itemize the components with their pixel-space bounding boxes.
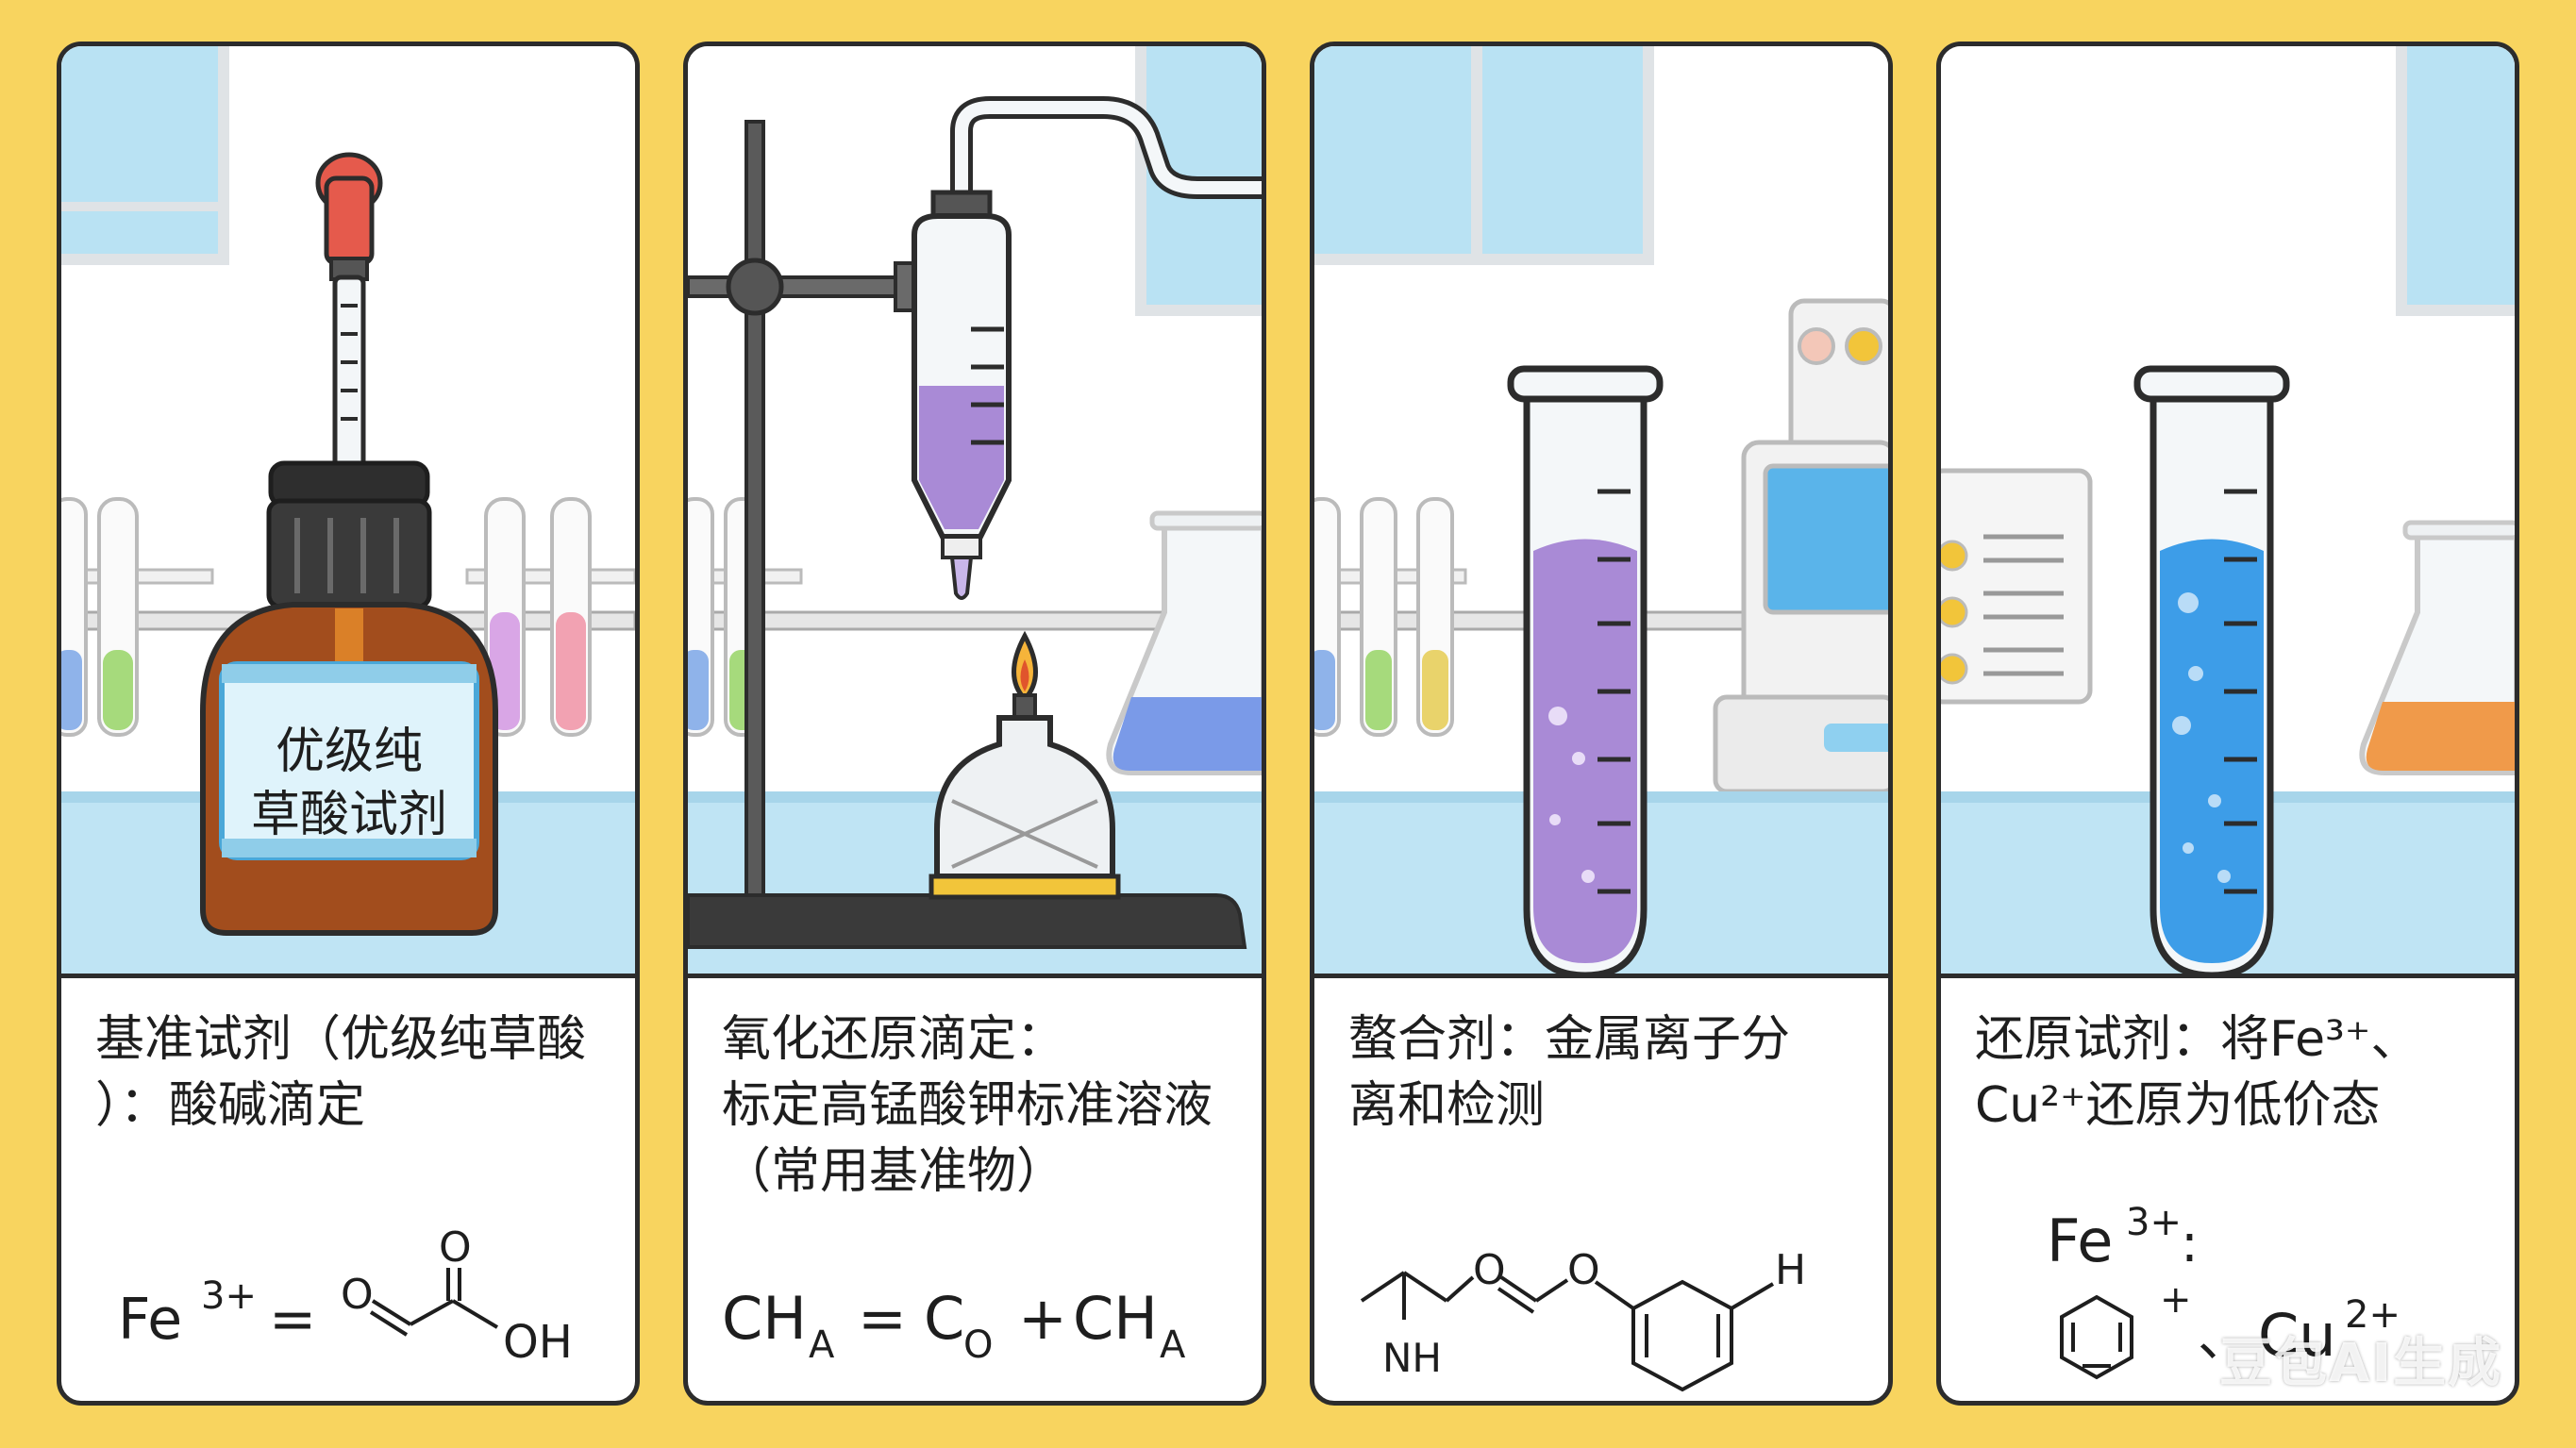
- divider: [688, 974, 1262, 978]
- formula-separator: 、: [2198, 1307, 2250, 1369]
- panel-caption: 氧化还原滴定： 标定高锰酸钾标准溶液 （常用基准物）: [722, 1011, 1213, 1200]
- panel-standard-reagent: 优级纯 草酸试剂 基准试剂（优级纯草酸 ）：酸碱滴定 Fe 3+ = O O O…: [57, 42, 640, 1406]
- formula-equals: =: [269, 1287, 316, 1353]
- formula-o-1: O: [1473, 1246, 1506, 1294]
- reagent-bottle: [200, 460, 498, 936]
- scene-blue-test-tube: [1941, 46, 2515, 975]
- divider: [1314, 974, 1888, 978]
- formula-o-2: O: [1567, 1246, 1600, 1294]
- scene-oxalic-acid-bottle: [61, 46, 635, 975]
- formula-sub-1: A: [809, 1323, 835, 1367]
- wall-chart-board: [1941, 468, 2093, 705]
- divider: [61, 974, 635, 978]
- formula-o-left: O: [341, 1271, 374, 1319]
- formula-oh: OH: [503, 1316, 573, 1369]
- formula-nh: NH: [1382, 1335, 1442, 1381]
- test-tube-blue: [2133, 365, 2290, 975]
- formula-eq: =: [858, 1284, 907, 1353]
- window-frame: [61, 46, 229, 265]
- formula-reduction: Fe 3+ : + 、 Cu 2+: [2047, 1201, 2400, 1380]
- panel-reducing-reagent: 还原试剂：将Fe³⁺、 Cu²⁺还原为低价态 Fe 3+ : + 、 Cu 2+: [1936, 42, 2519, 1406]
- panel-redox-titration: 氧化还原滴定： 标定高锰酸钾标准溶液 （常用基准物） CH A = C O + …: [683, 42, 1266, 1406]
- formula-sub-2: O: [963, 1323, 993, 1367]
- formula-cu: Cu: [2258, 1301, 2336, 1370]
- burette: [912, 190, 1012, 600]
- formula-fe-charge: 3+: [201, 1274, 257, 1318]
- bottle-label-line2: 草酸试剂: [250, 787, 447, 843]
- formula-colon: :: [2181, 1213, 2199, 1274]
- test-tube-rack-right: [465, 497, 635, 737]
- formula-fe: Fe: [2047, 1207, 2113, 1275]
- scene-purple-test-tube: [1314, 46, 1888, 975]
- ai-watermark: 豆包AI生成: [2219, 1333, 2503, 1394]
- formula-fe: Fe: [118, 1287, 182, 1353]
- panel-caption: 螯合剂：金属离子分 离和检测: [1348, 1011, 1791, 1134]
- window-frame: [1314, 46, 1654, 265]
- formula-h: H: [1775, 1246, 1806, 1294]
- chelator-bonds: [1360, 1271, 1775, 1392]
- dropper: [315, 152, 383, 488]
- formula-cu-charge: 2+: [2345, 1293, 2400, 1337]
- erlenmeyer-flask-orange: [2359, 520, 2515, 775]
- scene-titration-setup: [688, 46, 1262, 975]
- alcohol-lamp: [928, 630, 1121, 900]
- formula-term-3: CH: [1073, 1284, 1158, 1353]
- bottle-label-line1: 优级纯: [275, 724, 423, 780]
- formula-o-top: O: [439, 1223, 472, 1272]
- benzene-ring: [2060, 1294, 2133, 1380]
- oxalic-bonds: [369, 1268, 499, 1337]
- divider: [1941, 974, 2515, 978]
- window-frame: [2396, 46, 2515, 316]
- formula-fe-charge: 3+: [2126, 1201, 2182, 1244]
- panel-caption: 还原试剂：将Fe³⁺、 Cu²⁺还原为低价态: [1975, 1011, 2420, 1134]
- formula-oxalic-acid: Fe 3+ = O O OH: [118, 1223, 573, 1369]
- formula-chelator: O O NH H: [1360, 1246, 1806, 1392]
- erlenmeyer-flask: [1106, 510, 1262, 775]
- analyzer-instrument: [1713, 298, 1888, 794]
- test-tube-purple: [1507, 365, 1664, 975]
- test-tube-rack-left: [61, 497, 214, 737]
- formula-plus: +: [1018, 1284, 1067, 1353]
- formula-plus: +: [2160, 1278, 2192, 1322]
- formula-term-2: C: [924, 1284, 964, 1353]
- formula-term-1: CH: [722, 1284, 807, 1353]
- panel-chelating-agent: 螯合剂：金属离子分 离和检测 O O NH H: [1310, 42, 1893, 1406]
- formula-sub-3: A: [1160, 1323, 1186, 1367]
- formula-redox: CH A = C O + CH A: [722, 1284, 1186, 1367]
- panel-caption: 基准试剂（优级纯草酸 ）：酸碱滴定: [95, 1011, 587, 1134]
- test-tube-rack: [1314, 497, 1467, 737]
